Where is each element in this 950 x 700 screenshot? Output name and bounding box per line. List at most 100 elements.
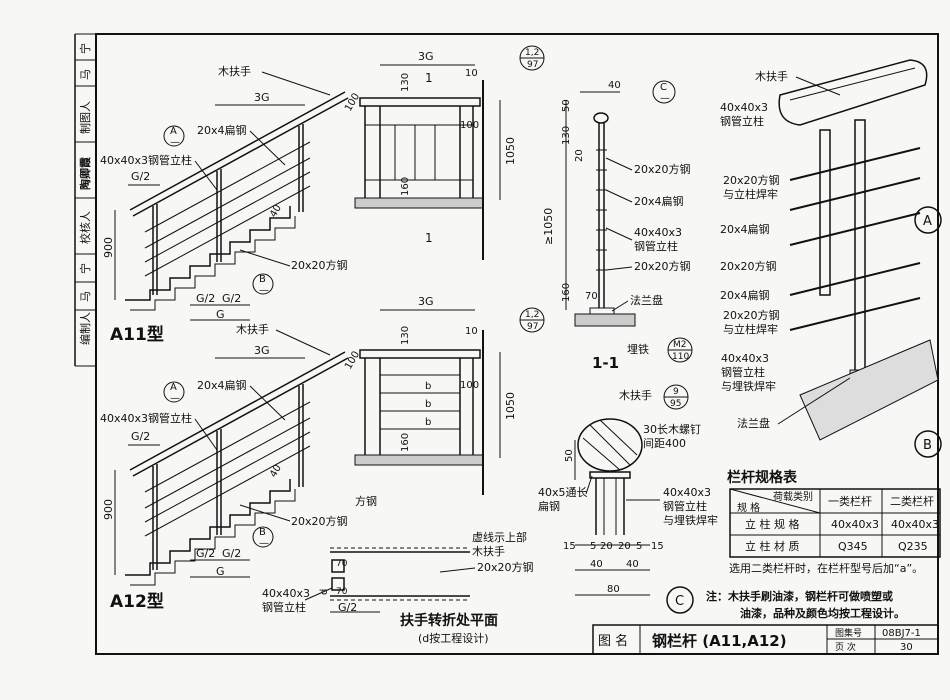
callout-dash: — [660,93,670,104]
table-row-label: 立 柱 材 质 [745,539,800,553]
section-title: 1-1 [592,354,619,372]
callout-dash: — [170,393,180,404]
plan-view: d 70 70 虚线示上部 木扶手 20x20方钢 40x40x3 钢管立柱 G… [262,530,534,645]
dim-1050: ≥1050 [542,208,555,245]
callout-a-large [914,206,942,234]
table-diagonal [729,488,821,514]
ref-number: M2 [673,340,687,350]
label-post-2: 钢管立柱 [634,239,678,253]
table-corner-top: 荷载类别 [773,490,813,503]
strip-text: 马 [79,69,92,80]
wood-grain [582,437,621,471]
leader [611,300,629,312]
dim-70: 70 [336,559,348,569]
label-flat-steel: 20x4扁钢 [197,124,247,137]
dim-1050: 1050 [504,392,517,420]
section-mark: 1 [425,231,433,245]
note-line-1: 注：木扶手刷油漆，钢栏杆可做喷塑或 [706,589,893,603]
dim-1050: 1050 [504,137,517,165]
dim-160: 160 [400,433,411,452]
label-post-2: 钢管立柱 [663,499,707,513]
leader [605,157,633,171]
rail-bar [144,185,311,277]
dim-g: G [216,565,225,578]
dim-3g: 3G [418,295,434,308]
section-1-1: 40 50 130 20 ≥1050 160 70 20x20方钢 20x4扁钢… [542,80,693,372]
rail-bar [144,445,311,537]
stair-underside [130,489,296,586]
title-block: 图 名 钢栏杆 (A11,A12) 图集号 08BJ7-1 页 次 30 [592,624,939,655]
note-line-2: 油漆，品种及颜色均按工程设计。 [740,606,905,620]
leader [239,504,291,522]
wood-grain [599,419,638,456]
leader [239,249,291,267]
stair-steps [125,479,291,576]
handrail-profile [593,112,609,124]
dim-10: 10 [465,68,478,79]
dim-40: 40 [268,203,284,220]
leader [605,266,633,271]
atlas-label: 图集号 [835,627,862,639]
dim-20: 20 [574,149,585,162]
dim-40: 40 [590,559,603,570]
label-post-embed-2: 钢管立柱 [721,365,765,379]
callout-b [252,273,274,295]
label-square-steel-2: 方钢 [355,494,377,508]
label-post: 40x40x3 [634,226,682,239]
dim-20: 20 [618,541,631,552]
slab [574,313,636,327]
label-note: 虚线示上部 [472,530,527,544]
stair-underside [130,216,296,311]
leader [439,567,476,573]
label-post-embed: 40x40x3 [721,352,769,365]
bar-3d [789,177,921,211]
label-flat-steel: 20x4扁钢 [634,195,684,208]
dim-5: 5 [590,541,596,552]
table-col-header: 一类栏杆 [828,494,872,508]
handrail-section [359,97,481,107]
dim-160: 160 [561,283,572,302]
table-col-header: 二类栏杆 [890,494,934,508]
a12-title: A12型 [110,591,164,612]
label-flange: 法兰盘 [737,416,770,430]
label-post: 40x40x3 [663,486,711,499]
slab [354,454,484,466]
dim-3g: 3G [254,344,270,357]
label-post-embed-3: 与埋铁焊牢 [721,379,776,393]
page-number: 30 [900,642,913,653]
dim-20: 20 [600,541,613,552]
callout-dash: — [170,137,180,148]
dim-b: b [425,381,431,392]
dim-100: 100 [460,380,479,391]
label-post: 40x40x3钢管立柱 [100,153,192,167]
dim-50: 50 [561,99,572,112]
dim-g2: G/2 [131,430,150,443]
callout-letter: A [923,214,932,229]
wood-grain [589,424,631,466]
callout-a [163,381,185,403]
leader [275,329,331,356]
leader [795,76,841,96]
dim-b: b [425,417,431,428]
label-sq-weld-2: 与立柱焊牢 [723,322,778,336]
table-cell: Q235 [898,540,928,553]
leader [261,71,331,96]
dim-3g: 3G [254,91,270,104]
dim-g2: G/2 [196,547,215,560]
rail-bar [144,171,311,263]
leader [585,475,593,495]
leader [249,130,286,166]
handrail-line [132,357,349,477]
strip-text: 校核人 [78,211,92,244]
flat-steel [589,471,631,479]
label-handrail: 木扶手 [619,388,652,402]
table-frame [729,488,941,558]
post-3d [819,129,831,296]
ref-sheet: 97 [527,60,538,70]
leader [194,418,218,451]
leader [605,227,633,241]
table-footnote: 选用二类栏杆时，在栏杆型号后加“a”。 [729,561,923,575]
dim-900: 900 [102,499,115,520]
stair-3d [799,339,939,441]
leader [304,587,333,601]
